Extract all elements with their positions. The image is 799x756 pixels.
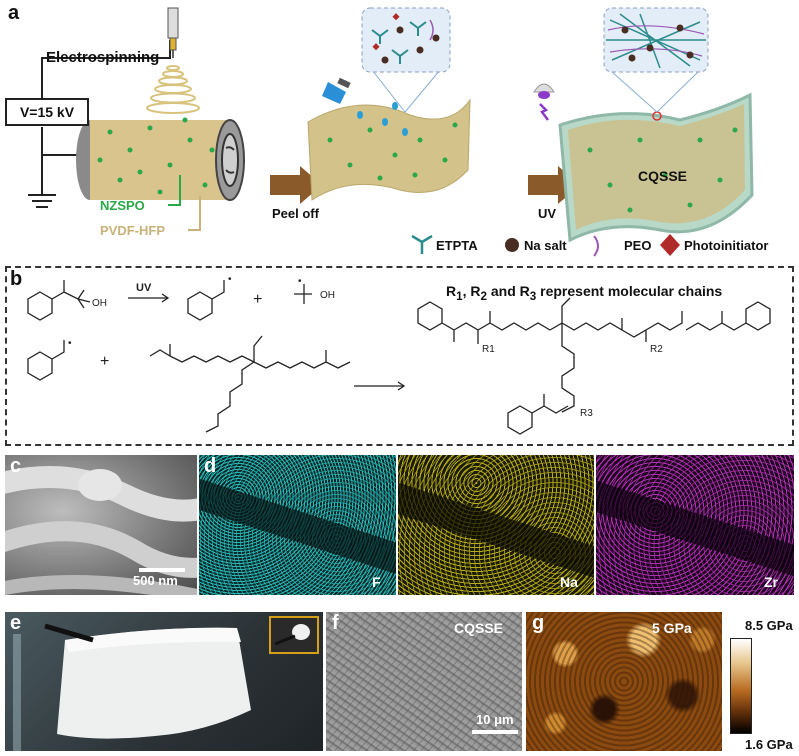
colorbar-min-label: 1.6 GPa bbox=[745, 737, 793, 752]
svg-text:+: + bbox=[100, 353, 109, 370]
panel-b-reaction-scheme: OH UV + • • OH • + R1 R2 R3 bbox=[27, 274, 771, 435]
panel-a-schematic bbox=[28, 7, 754, 257]
pvdf-hfp-label: PVDF-HFP bbox=[100, 223, 165, 238]
panel-b-frame bbox=[5, 266, 794, 446]
modulus-label: 5 GPa bbox=[652, 620, 692, 636]
cqsse-label: CQSSE bbox=[638, 168, 688, 184]
svg-text:UV: UV bbox=[136, 282, 152, 294]
inset-sample bbox=[274, 624, 310, 646]
eds-label-na: Na bbox=[560, 574, 578, 590]
membrane-sample bbox=[44, 623, 251, 739]
electrospinning-label: Electrospinning bbox=[46, 49, 160, 66]
svg-text:OH: OH bbox=[320, 290, 335, 301]
panel-letter-g: g bbox=[532, 612, 545, 634]
peel-off-label: Peel off bbox=[272, 206, 319, 221]
molecular-chains-note: R1, R2 and R3 represent molecular chains bbox=[446, 283, 723, 303]
scale-label: 10 μm bbox=[476, 712, 514, 727]
legend-etpta: ETPTA bbox=[436, 238, 478, 253]
colorbar-max-label: 8.5 GPa bbox=[745, 618, 793, 633]
voltage-box: V=15 kV bbox=[5, 98, 89, 126]
panel-letter-b: b bbox=[10, 268, 23, 290]
svg-text:•: • bbox=[298, 276, 302, 287]
eds-label-f: F bbox=[372, 574, 381, 590]
nzspo-label: NZSPO bbox=[100, 198, 145, 213]
legend-na-salt: Na salt bbox=[524, 238, 567, 253]
svg-text:•: • bbox=[228, 274, 232, 285]
panel-f-sem-image: 10 μm CQSSE bbox=[326, 612, 522, 751]
scale-bar bbox=[139, 568, 185, 572]
sem-fibers bbox=[5, 466, 197, 595]
panel-letter-e: e bbox=[10, 612, 22, 634]
svg-text:R2: R2 bbox=[650, 344, 663, 355]
svg-text:OH: OH bbox=[92, 298, 107, 309]
panel-g-modulus-map: 5 GPa bbox=[526, 612, 722, 751]
legend-peo: PEO bbox=[624, 238, 652, 253]
panel-letter-a: a bbox=[8, 2, 20, 24]
eds-map-f bbox=[199, 455, 396, 595]
colorbar bbox=[730, 638, 752, 734]
scale-bar bbox=[472, 730, 518, 734]
svg-text:•: • bbox=[68, 338, 72, 349]
panel-letter-f: f bbox=[332, 612, 339, 634]
panel-c-sem-image: 500 nm bbox=[5, 455, 197, 595]
panel-letter-d: d bbox=[204, 455, 217, 477]
glass-edge bbox=[13, 634, 21, 751]
panel-letter-c: c bbox=[10, 455, 22, 477]
cqsse-title: CQSSE bbox=[454, 620, 504, 636]
inset-photo bbox=[269, 616, 319, 654]
voltage-label: V=15 kV bbox=[19, 104, 75, 120]
legend-photoinitiator: Photoinitiator bbox=[684, 238, 769, 253]
panel-e-photo bbox=[5, 612, 323, 751]
svg-text:R1: R1 bbox=[482, 344, 495, 355]
eds-label-zr: Zr bbox=[764, 574, 778, 590]
svg-text:R3: R3 bbox=[580, 408, 593, 419]
uv-label: UV bbox=[538, 206, 557, 221]
eds-map-zr bbox=[596, 455, 794, 595]
eds-map-na bbox=[398, 455, 594, 595]
svg-text:+: + bbox=[253, 291, 262, 308]
scale-label: 500 nm bbox=[133, 573, 178, 588]
